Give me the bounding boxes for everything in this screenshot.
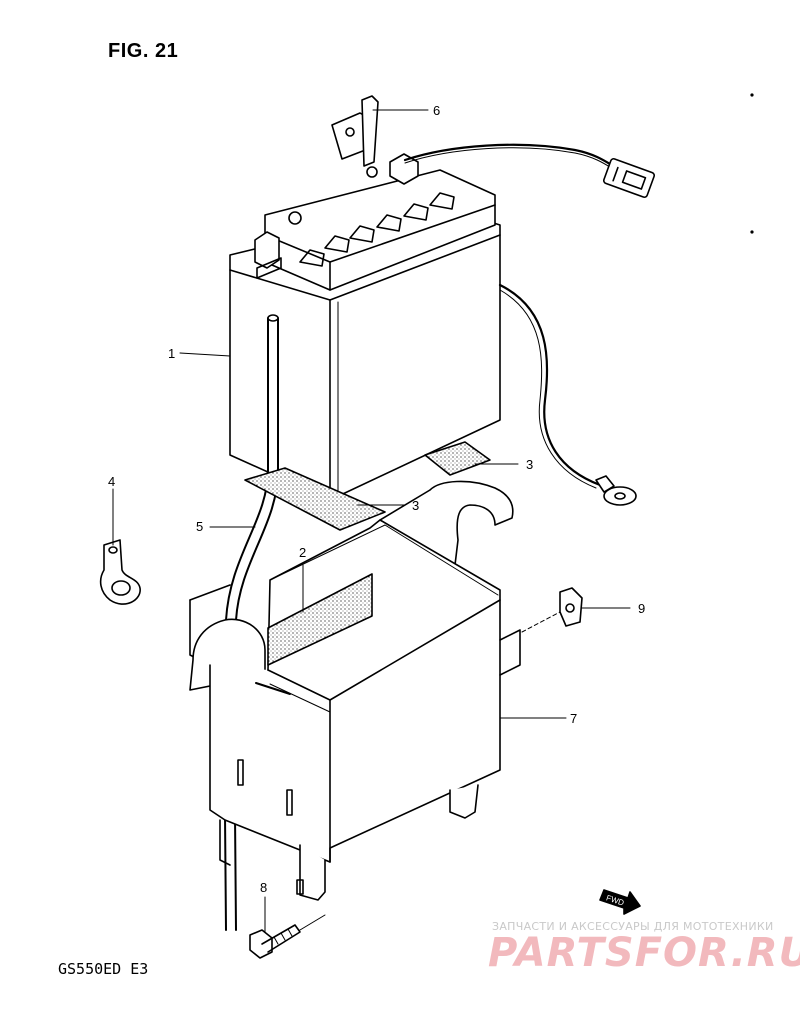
battery (229, 153, 501, 501)
terminal-bracket (331, 95, 379, 167)
hose-clamp (99, 539, 141, 605)
mounting-bracket (559, 587, 583, 627)
callout-9: 9 (638, 601, 646, 616)
fig-title: FIG. 21 (108, 40, 179, 62)
callout-2: 2 (299, 545, 307, 560)
watermark-brand: PARTSFOR.RU (488, 930, 800, 976)
fwd-arrow (599, 889, 641, 915)
callout-7: 7 (570, 711, 578, 726)
callout-3-upper: 3 (526, 457, 534, 472)
callout-8: 8 (260, 880, 268, 895)
case-bolt (249, 924, 301, 959)
model-code: GS550ED E3 (58, 960, 149, 978)
cushion-pad-upper (424, 441, 491, 476)
cushion-pad-lower (244, 467, 386, 531)
callout-6: 6 (433, 103, 441, 118)
lead-wire (403, 143, 622, 174)
case-pad (267, 573, 373, 666)
callout-3-lower: 3 (412, 498, 420, 513)
battery-case (189, 480, 521, 901)
coupler (602, 157, 656, 199)
callout-1: 1 (168, 346, 176, 361)
callout-4: 4 (108, 474, 116, 489)
callout-5: 5 (196, 519, 204, 534)
negative-cable (498, 283, 637, 506)
watermark-subtitle: ЗАПЧАСТИ И АКСЕССУАРЫ ДЛЯ МОТОТЕХНИКИ (492, 920, 774, 933)
